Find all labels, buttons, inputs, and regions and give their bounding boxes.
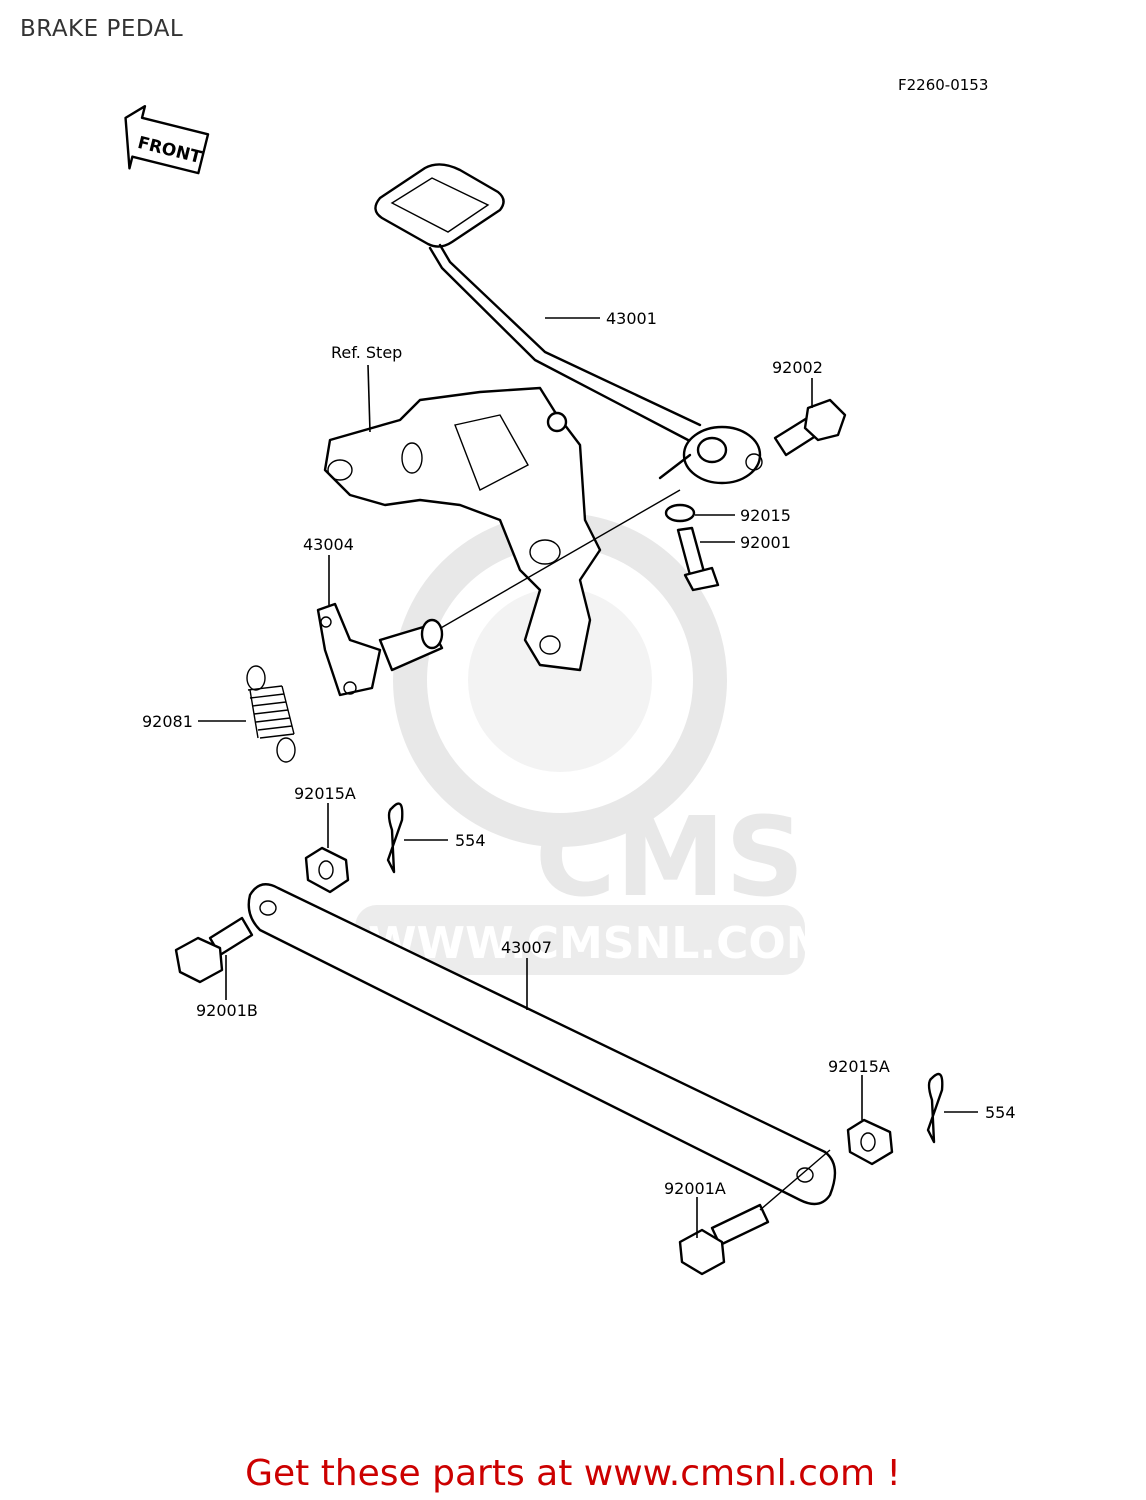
- brake-pedal-arm: [374, 163, 763, 485]
- nut-92015A-top: [304, 846, 350, 894]
- label-92015A-top: 92015A: [294, 784, 356, 803]
- label-92015: 92015: [740, 506, 791, 525]
- lever-43004: [316, 602, 444, 697]
- label-ref-step: Ref. Step: [331, 343, 402, 362]
- label-554-top: 554: [455, 831, 486, 850]
- label-92001B: 92001B: [196, 1001, 258, 1020]
- bolt-92001: [676, 526, 720, 592]
- ref-step-bracket: [323, 386, 602, 672]
- watermark-url: WWW.CMSNL.COM: [368, 918, 830, 969]
- watermark-brand: CMS: [535, 793, 804, 921]
- rod-43007: [247, 883, 837, 1206]
- label-43004: 43004: [303, 535, 354, 554]
- bolt-92001B: [174, 916, 254, 984]
- bolt-92002: [773, 398, 847, 457]
- bolt-92001A: [678, 1203, 770, 1276]
- label-92002: 92002: [772, 358, 823, 377]
- figure-code: F2260-0153: [898, 76, 988, 94]
- washer-92015: [664, 503, 696, 523]
- spring-92081: [246, 665, 296, 763]
- clip-554-bottom: [926, 1072, 944, 1144]
- label-92081: 92081: [142, 712, 193, 731]
- cta-link[interactable]: Get these parts at www.cmsnl.com !: [245, 1453, 901, 1494]
- cms-watermark: CMS WWW.CMSNL.COM: [355, 513, 830, 975]
- label-43007: 43007: [501, 938, 552, 957]
- label-554-bottom: 554: [985, 1103, 1016, 1122]
- page-title: BRAKE PEDAL: [20, 16, 184, 42]
- label-92001: 92001: [740, 533, 791, 552]
- front-arrow-icon: FRONT: [124, 105, 210, 175]
- nut-92015A-bottom: [846, 1118, 894, 1166]
- label-43001: 43001: [606, 309, 657, 328]
- label-92015A-bottom: 92015A: [828, 1057, 890, 1076]
- label-92001A: 92001A: [664, 1179, 726, 1198]
- clip-554-top: [386, 802, 404, 874]
